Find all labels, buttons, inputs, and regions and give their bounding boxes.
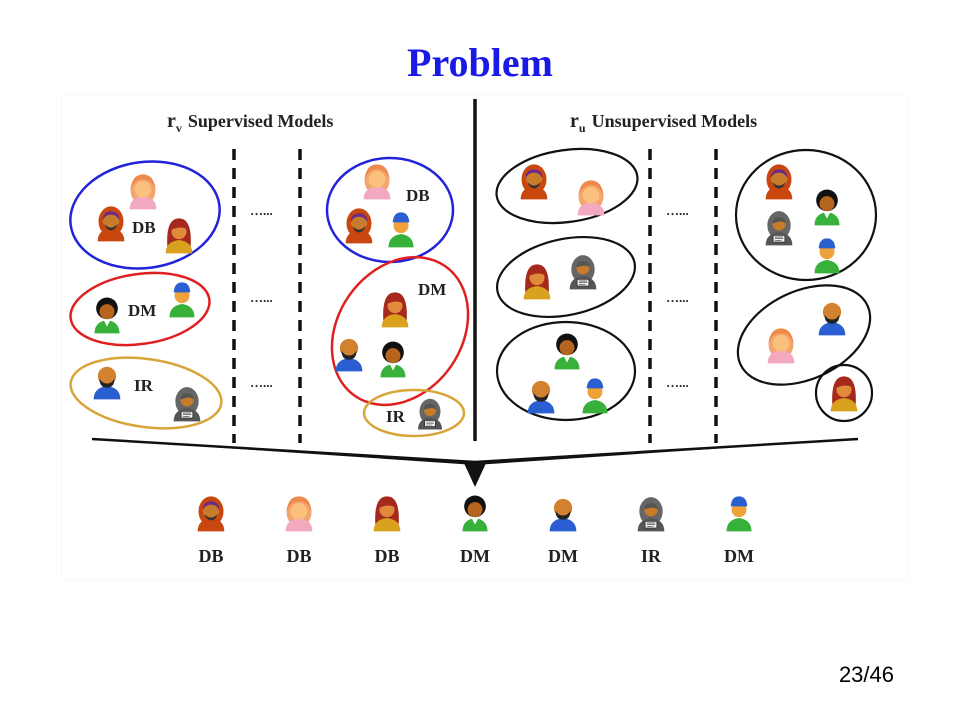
person-gray-hood-icon [173,386,201,422]
ellipsis: …... [666,203,689,218]
person-pink-hood-icon [767,328,795,364]
unsupervised-cluster [734,148,878,282]
person-gray-hood-icon [569,254,597,290]
final-label: DM [460,546,490,566]
person-blue-cap-icon [582,378,608,414]
person-afro-green-icon [554,333,580,370]
final-label: DB [374,546,399,566]
db-cluster [69,160,221,270]
person-orange-hood-icon [345,208,373,244]
merge-arrow [91,437,859,487]
cluster-label-db: DB [132,218,156,237]
person-red-hair-icon [830,376,858,412]
final-result-row: DB DB DB DM DM IR DM [197,495,754,566]
final-label: IR [641,546,662,566]
unsupervised-cluster [814,363,874,423]
person-red-hair-icon [373,496,401,532]
person-gray-hood-icon [637,496,665,532]
person-afro-green-icon [380,341,406,378]
person-red-hair-icon [523,264,551,300]
person-orange-hood-icon [97,206,125,242]
person-blue-cap-icon [169,282,195,318]
person-afro-green-icon [94,297,120,334]
dm-cluster [69,271,211,347]
person-beard-blue-icon [335,338,363,372]
person-pink-hood-icon [285,496,313,532]
dm-cluster [330,255,470,407]
person-pink-hood-icon [577,180,605,216]
person-gray-hood-icon [765,210,793,246]
final-label: DB [286,546,311,566]
unsupervised-cluster [495,147,639,225]
person-beard-blue-icon [527,380,555,414]
person-orange-hood-icon [765,164,793,200]
person-beard-blue-icon [818,302,846,336]
unsupervised-cluster [495,320,637,422]
slide-title: Problem [407,40,553,85]
person-blue-cap-icon [814,238,840,274]
cluster-label-ir: IR [134,376,154,395]
unsupervised-cluster [495,235,637,319]
final-label: DM [724,546,754,566]
person-blue-cap-icon [726,496,752,532]
person-pink-hood-icon [129,174,157,210]
person-red-hair-icon [381,292,409,328]
cluster-label-dm: DM [418,280,446,299]
person-pink-hood-icon [363,164,391,200]
cluster-label-db: DB [406,186,430,205]
ir-cluster [362,388,466,438]
page-number: 23/46 [838,662,894,687]
person-afro-green-icon [814,189,840,226]
dashed-separators [232,149,718,443]
person-beard-blue-icon [93,366,121,400]
final-label: DM [548,546,578,566]
cluster-label-ir: IR [386,407,406,426]
person-beard-blue-icon [549,498,577,532]
person-orange-hood-icon [197,496,225,532]
person-blue-cap-icon [388,212,414,248]
final-label: DB [198,546,223,566]
ellipsis: …... [250,290,273,305]
person-orange-hood-icon [520,164,548,200]
ellipsis: …... [250,375,273,390]
ellipsis: …... [666,375,689,390]
person-afro-green-icon [462,495,488,532]
cluster-label-dm: DM [128,301,156,320]
person-gray-hood-icon [417,398,443,430]
person-red-hair-icon [165,218,193,254]
ellipsis: …... [666,290,689,305]
ir-cluster [69,356,223,430]
ellipsis: …... [250,203,273,218]
unsupervised-cluster [736,284,872,386]
